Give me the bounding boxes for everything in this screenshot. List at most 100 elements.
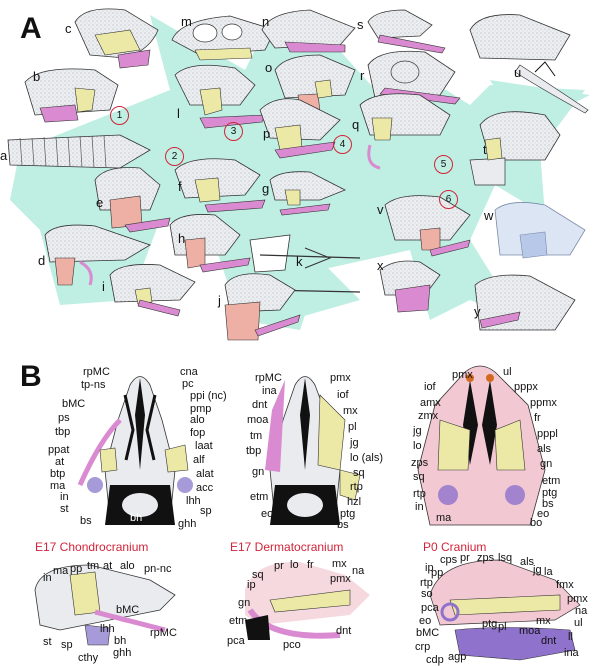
label-p-als: als	[537, 443, 552, 455]
label-d-dnt: dnt	[252, 399, 268, 411]
label-p-etm: etm	[542, 475, 561, 487]
skull-label-o: o	[265, 60, 273, 75]
label-pl-ina: ina	[564, 647, 579, 659]
label-in: in	[60, 491, 69, 503]
skull-label-q: q	[352, 117, 360, 132]
label-l-sp: sp	[61, 639, 73, 651]
label-pl-moa: moa	[519, 625, 541, 637]
label-rpMC: rpMC	[83, 366, 110, 378]
label-l-pn-nc: pn-nc	[144, 563, 172, 575]
label-dl-pmx: pmx	[330, 573, 351, 585]
label-dl-mx: mx	[332, 558, 347, 570]
skull-label-g: g	[262, 181, 270, 196]
label-d-ptg: ptg	[340, 508, 356, 520]
label-pl-jg: jg	[533, 564, 542, 576]
panel-a-letter: A	[20, 12, 42, 45]
label-p-pmx: pmx	[452, 369, 473, 381]
skull-l	[174, 64, 266, 129]
label-ppi-nc: ppi (nc)	[190, 390, 227, 402]
label-p-bs: bs	[542, 498, 554, 510]
chondro-ventral-view	[77, 376, 193, 525]
skull-label-i: i	[102, 279, 105, 294]
label-d-rtp: rtp	[350, 481, 363, 493]
skull-label-k: k	[296, 254, 303, 269]
label-pl-als: als	[520, 556, 535, 568]
label-bMC: bMC	[62, 398, 86, 410]
label-l-ma: ma	[53, 565, 69, 577]
label-p-pppx: pppx	[514, 381, 538, 393]
skull-j	[224, 273, 301, 341]
label-pl-bMC: bMC	[416, 627, 440, 639]
label-bs: bs	[80, 515, 92, 527]
label-l-st: st	[43, 636, 52, 648]
skull-label-b: b	[33, 69, 41, 84]
skull-label-n: n	[262, 14, 270, 29]
label-dl-pca: pca	[227, 635, 245, 647]
label-d-bs: bs	[337, 519, 349, 531]
panel-b-letter: B	[20, 360, 42, 393]
label-p-bo: bo	[530, 517, 543, 529]
label-dl-fr: fr	[307, 559, 314, 571]
label-lhh: lhh	[186, 495, 201, 507]
skull-i	[109, 264, 196, 317]
label-pl-zps: zps	[477, 552, 495, 564]
label-d-pl: pl	[348, 421, 357, 433]
label-d-iof: iof	[337, 389, 349, 401]
dermato-ventral-view	[265, 376, 361, 525]
chondro-lateral-view	[34, 564, 176, 646]
title-p0-cranium: P0 Cranium	[423, 540, 487, 554]
label-pl-ll: ll	[568, 631, 573, 643]
skull-label-j: j	[218, 293, 221, 308]
skull-d	[44, 224, 151, 286]
skull-c	[74, 8, 159, 69]
label-l-alo: alo	[120, 560, 135, 572]
label-p-in: in	[415, 501, 424, 513]
skull-label-w: w	[484, 208, 494, 223]
label-pl-cdp: cdp	[426, 654, 444, 666]
label-p-zmx: zmx	[418, 410, 439, 422]
label-cna: cna	[180, 366, 198, 378]
label-p-rtp: rtp	[413, 488, 426, 500]
label-pl-cps: cps	[440, 554, 458, 566]
skull-label-p: p	[263, 126, 271, 141]
skull-label-r: r	[360, 68, 365, 83]
skull-h	[169, 214, 251, 273]
label-fop: fop	[190, 427, 206, 439]
label-sp: sp	[200, 505, 212, 517]
label-pl-agp: agp	[448, 651, 467, 663]
flow-arrow-lower	[290, 240, 360, 320]
label-alo: alo	[190, 414, 205, 426]
skull-p	[259, 98, 341, 159]
label-d-tbp: tbp	[246, 445, 262, 457]
skull-t	[469, 111, 561, 186]
label-pl-pp: pp	[431, 567, 444, 579]
skull-label-a: a	[0, 148, 8, 163]
label-at: at	[55, 456, 65, 468]
label-st: st	[60, 503, 69, 515]
label-pl-rtp: rtp	[420, 577, 433, 589]
label-dl-pr: pr	[274, 560, 284, 572]
label-ghh: ghh	[178, 518, 197, 530]
label-p-lo: lo	[413, 440, 422, 452]
label-dl-sq: sq	[252, 569, 264, 581]
label-d-pmx: pmx	[330, 372, 351, 384]
label-d-etm: etm	[250, 491, 269, 503]
label-ma: ma	[50, 480, 66, 492]
label-dl-na: na	[352, 565, 365, 577]
skull-a	[7, 134, 151, 169]
label-ps: ps	[58, 412, 70, 424]
label-l-ghh: ghh	[113, 647, 132, 659]
label-btp: btp	[50, 468, 66, 480]
label-d-lo-als: lo (als)	[350, 452, 384, 464]
label-pl-la: la	[544, 566, 553, 578]
dermato-lateral-view	[245, 561, 370, 640]
label-bh: bh	[130, 512, 143, 524]
skull-n	[261, 9, 356, 53]
label-d-mx: mx	[343, 405, 358, 417]
skull-label-h: h	[178, 231, 186, 246]
skull-label-c: c	[65, 21, 72, 36]
label-pl-na: na	[575, 605, 588, 617]
stage-number-1: 1	[110, 106, 129, 125]
skull-q	[359, 93, 451, 170]
label-p-sq: sq	[413, 471, 425, 483]
